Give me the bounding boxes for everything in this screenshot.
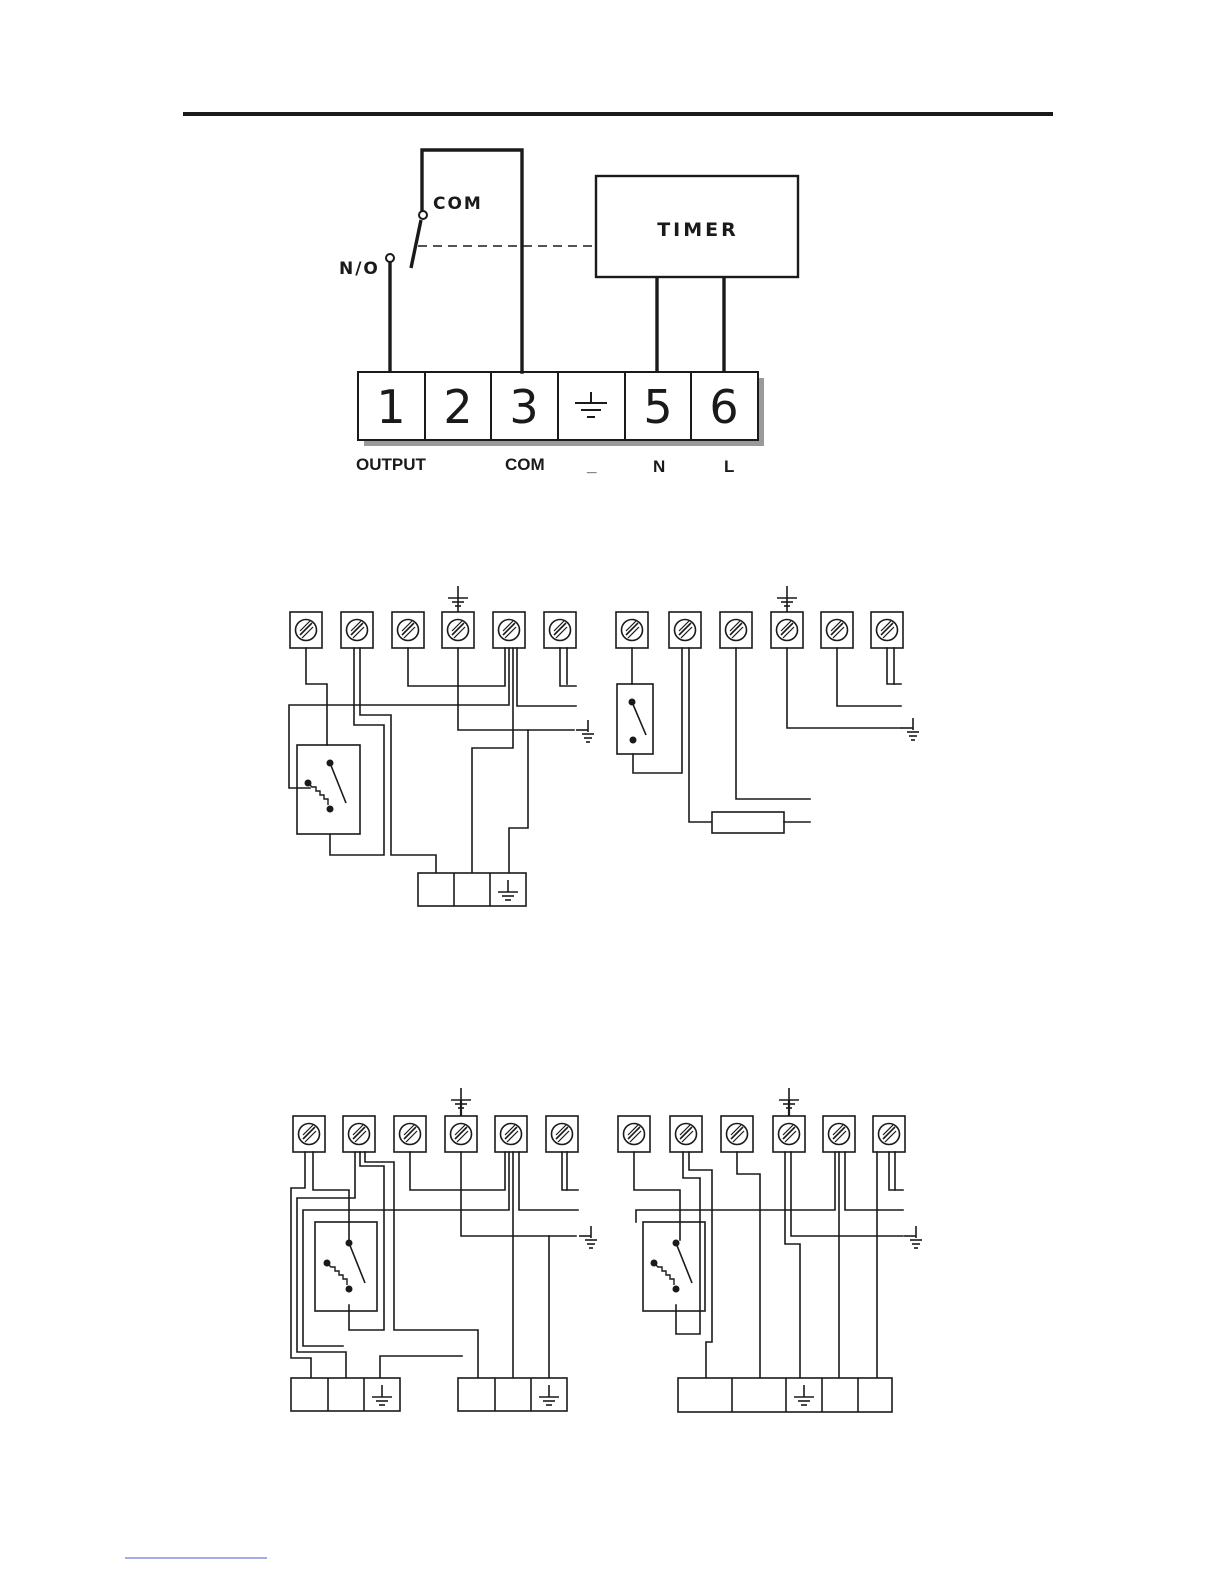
terminal-3-label: COM bbox=[505, 455, 545, 474]
terminal-6-label: L bbox=[724, 457, 734, 476]
wiring-diagram-a bbox=[289, 586, 594, 906]
terminal-5-label: N bbox=[653, 457, 665, 476]
timer-label: TIMER bbox=[657, 219, 739, 241]
terminal-1-label: OUTPUT bbox=[356, 455, 427, 474]
wiring-diagram-c bbox=[291, 1088, 597, 1411]
switch-no-label: N/O bbox=[339, 259, 380, 279]
terminal-6-number: 6 bbox=[709, 380, 738, 434]
terminal-1-number: 1 bbox=[376, 380, 405, 434]
wiring-diagram-b bbox=[616, 586, 919, 833]
main-wiring-diagram: 1 2 3 5 6 OUTPUT COM _ N L COM N/O TIMER bbox=[339, 150, 798, 476]
terminal-4-label: _ bbox=[586, 456, 597, 475]
terminal-2-number: 2 bbox=[443, 380, 472, 434]
wiring-diagram-d bbox=[618, 1088, 922, 1412]
switch-com-label: COM bbox=[433, 194, 483, 214]
terminal-5-number: 5 bbox=[643, 380, 672, 434]
terminal-3-number: 3 bbox=[509, 380, 538, 434]
switch-no-contact bbox=[386, 254, 394, 262]
switch-com-contact bbox=[419, 211, 427, 219]
